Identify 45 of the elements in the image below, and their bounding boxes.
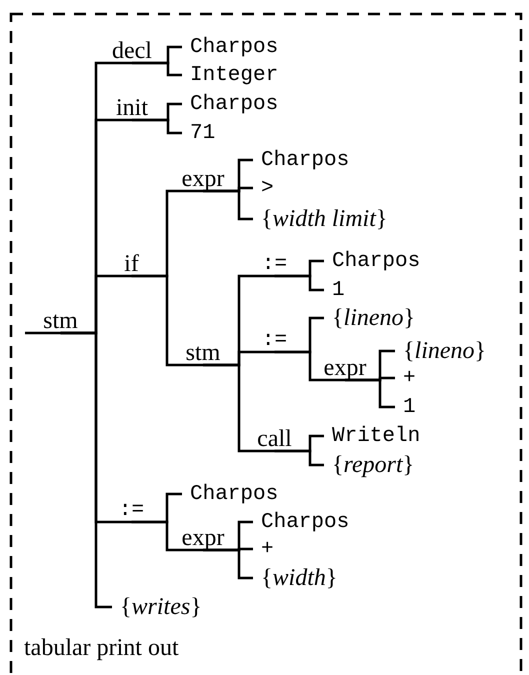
tree-branch-line (132, 274, 203, 366)
leaf-label: + (403, 368, 416, 388)
branch-label: decl (96, 41, 168, 64)
leaf-label: Charpos (190, 484, 278, 504)
tree-branch-line (345, 378, 395, 408)
leaf-label: Charpos (332, 250, 420, 272)
branch-label: := (96, 502, 167, 522)
leaf-label: {width limit} (261, 207, 388, 231)
tree-branch-line (132, 520, 203, 552)
branch-label: := (239, 332, 310, 352)
branch-label: stm (167, 343, 239, 366)
leaf-label: > (261, 178, 274, 198)
leaf-label: 1 (332, 280, 345, 300)
branch-label: expr (310, 358, 380, 380)
branch-label: expr (167, 169, 239, 192)
tree-branch-line (60, 332, 112, 608)
tree-branch-line (203, 190, 253, 220)
tree-branch-line (274, 274, 324, 292)
branch-label: init (96, 98, 168, 120)
tree-branch-line (203, 548, 253, 580)
tree-branch-line (274, 350, 345, 382)
caption-text: tabular print out (24, 636, 179, 660)
leaf-label: Charpos (261, 512, 350, 532)
leaf-label: {report} (332, 453, 414, 477)
leaf-label: + (261, 538, 274, 560)
leaf-label: Charpos (261, 150, 350, 170)
branch-label: call (239, 429, 310, 452)
leaf-label: {lineno} (403, 339, 486, 363)
branch-label: := (239, 256, 310, 276)
branch-label: expr (167, 528, 239, 550)
leaf-label: {writes} (120, 595, 202, 619)
leaf-label: Integer (190, 64, 278, 86)
leaf-label: {lineno} (332, 306, 416, 330)
tree-branch-line (132, 118, 182, 134)
leaf-label: 1 (403, 396, 416, 418)
leaf-label: Writeln (332, 426, 420, 446)
tree-branch-line (274, 450, 324, 466)
leaf-label: 71 (190, 122, 216, 144)
branch-label: if (96, 254, 167, 276)
leaf-label: Charpos (190, 36, 278, 58)
leaf-label: Charpos (190, 94, 278, 114)
tree-branch-line (203, 364, 274, 452)
leaf-label: {width} (261, 566, 338, 590)
branch-label: stm (25, 311, 96, 334)
tree-branch-line (132, 62, 182, 76)
